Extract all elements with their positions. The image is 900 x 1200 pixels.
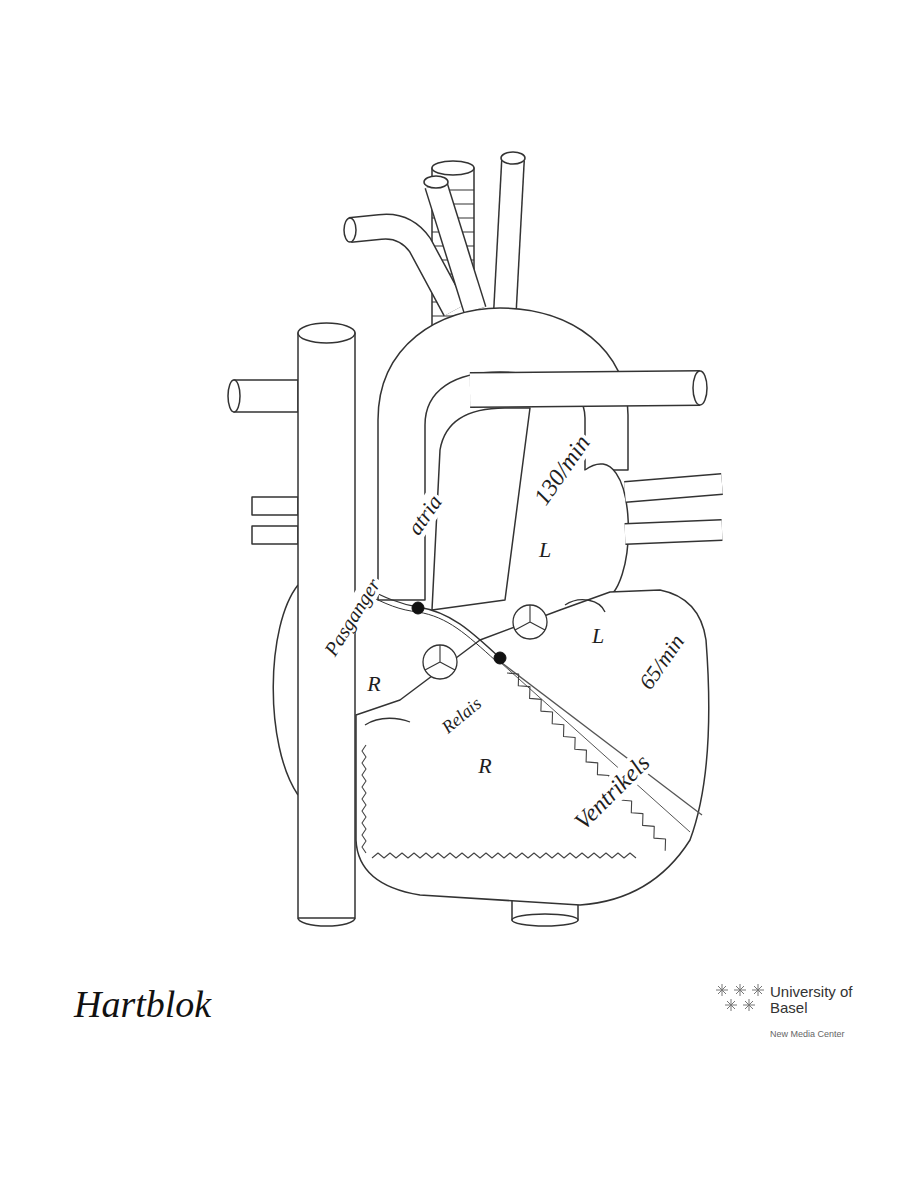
side-mark: R <box>476 754 493 778</box>
side-mark: L <box>537 538 553 562</box>
logo-name: University of Basel <box>768 984 872 1016</box>
side-mark: L <box>590 624 606 648</box>
side-mark: R <box>365 672 382 696</box>
logo-subtitle: New Media Center <box>768 1030 847 1040</box>
handwritten-title: Hartblok <box>72 984 213 1026</box>
